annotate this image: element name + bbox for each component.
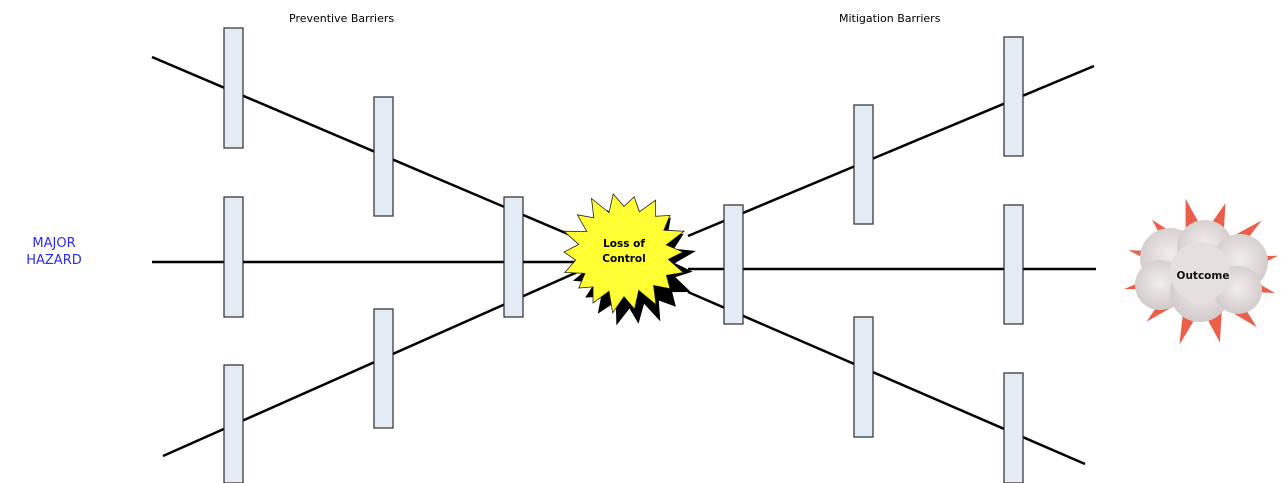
mitigation-barriers-heading: Mitigation Barriers xyxy=(839,12,941,25)
loss-of-control-burst: Loss of Control xyxy=(562,193,696,326)
hazard-line-1: MAJOR xyxy=(32,236,76,251)
major-hazard-label: MAJOR HAZARD xyxy=(4,235,104,269)
preventive-barrier xyxy=(223,196,244,318)
smoke-cloud xyxy=(1135,220,1268,322)
hazard-line-2: HAZARD xyxy=(26,253,82,268)
preventive-barrier xyxy=(373,308,394,429)
mitigation-barrier xyxy=(1003,36,1024,157)
consequence-line-lower xyxy=(687,290,1086,466)
consequence-line-upper xyxy=(687,64,1095,238)
mitigation-barrier xyxy=(1003,372,1024,483)
mitigation-barrier xyxy=(853,316,874,438)
preventive-barrier xyxy=(373,96,394,217)
preventive-barrier xyxy=(223,27,244,149)
preventive-barrier xyxy=(223,364,244,483)
top-event-line-1: Loss of xyxy=(603,238,645,250)
explosion-cloud-icon: Outcome xyxy=(1124,198,1279,345)
burst-star-shape xyxy=(562,193,686,314)
top-event-line-2: Control xyxy=(602,253,645,265)
preventive-barriers-heading: Preventive Barriers xyxy=(289,12,395,25)
mitigation-barrier xyxy=(1003,204,1024,325)
outcome-label: Outcome xyxy=(1177,270,1230,282)
mitigation-barrier xyxy=(853,104,874,225)
preventive-barrier xyxy=(503,196,524,318)
mitigation-barrier xyxy=(723,204,744,325)
